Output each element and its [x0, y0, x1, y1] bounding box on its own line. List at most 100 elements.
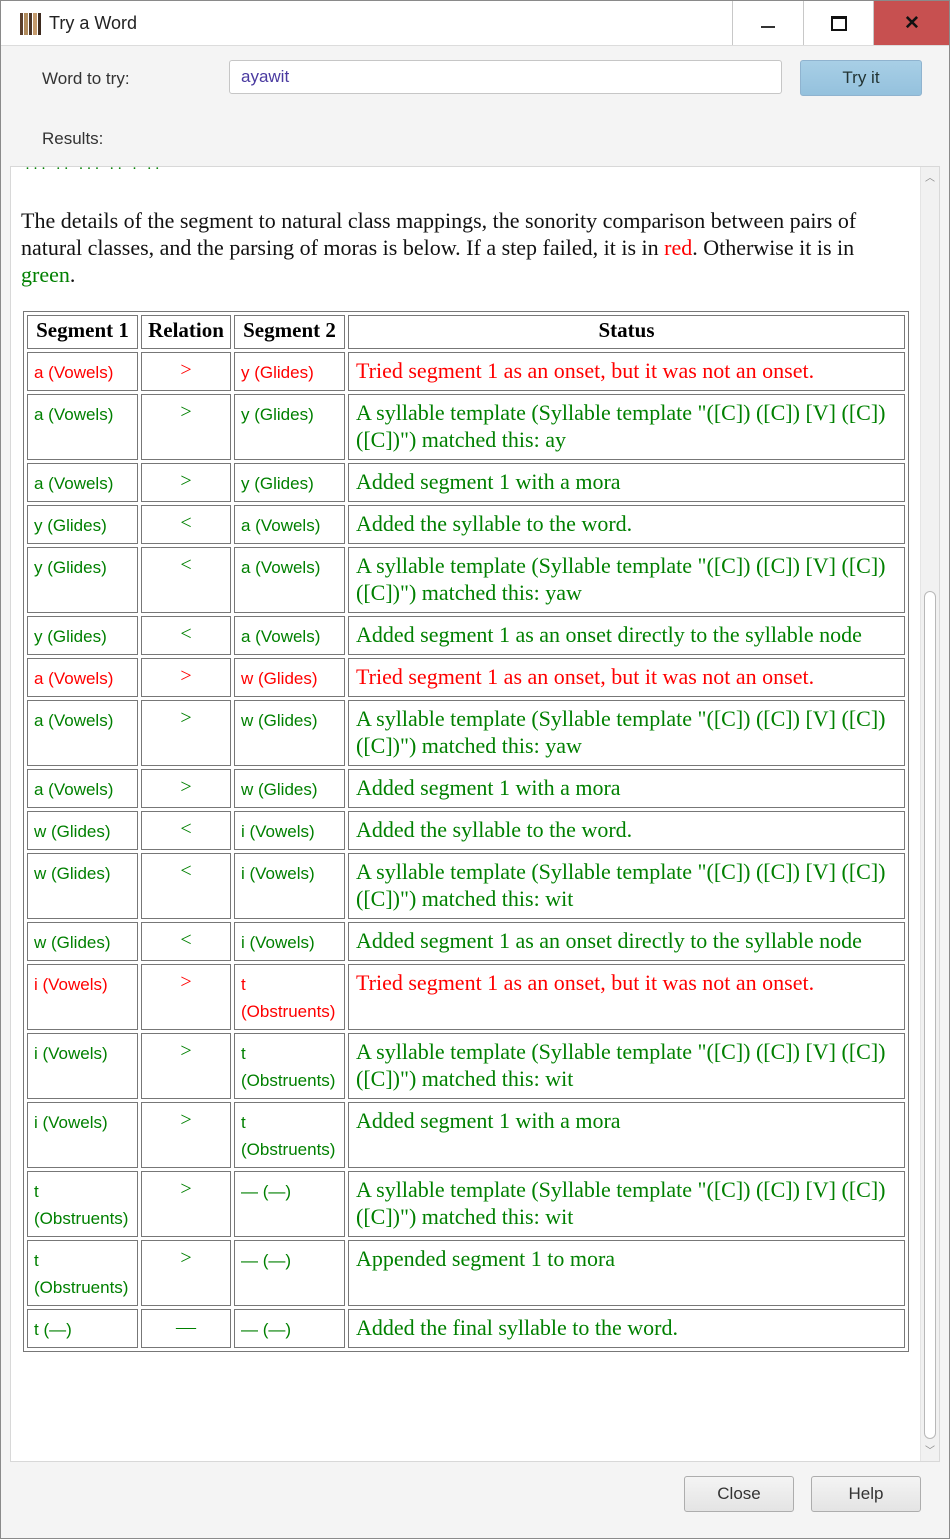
help-button[interactable]: Help [811, 1476, 921, 1512]
segment-1-cell: y (Glides) [27, 505, 138, 544]
relation-cell: > [141, 700, 231, 766]
segment-1-cell: t (Obstruents) [27, 1240, 138, 1306]
relation-cell: < [141, 853, 231, 919]
word-input[interactable] [229, 60, 782, 94]
intro-text-middle: . Otherwise it is in [692, 235, 855, 260]
segment-1-cell: t (—) [27, 1309, 138, 1348]
segment-2-cell: t (Obstruents) [234, 1102, 345, 1168]
table-row: a (Vowels)>w (Glides)Added segment 1 wit… [27, 769, 905, 808]
relation-cell: — [141, 1309, 231, 1348]
table-row: t (—)—— (—)Added the final syllable to t… [27, 1309, 905, 1348]
table-row: i (Vowels)>t (Obstruents)Tried segment 1… [27, 964, 905, 1030]
segment-2-cell: i (Vowels) [234, 922, 345, 961]
segment-1-cell: a (Vowels) [27, 394, 138, 460]
segment-2-cell: a (Vowels) [234, 505, 345, 544]
segment-1-cell: y (Glides) [27, 616, 138, 655]
table-row: a (Vowels)>y (Glides)Added segment 1 wit… [27, 463, 905, 502]
segment-2-cell: — (—) [234, 1171, 345, 1237]
segment-2-cell: w (Glides) [234, 769, 345, 808]
status-cell: Appended segment 1 to mora [348, 1240, 905, 1306]
segment-1-cell: a (Vowels) [27, 658, 138, 697]
table-row: i (Vowels)>t (Obstruents)A syllable temp… [27, 1033, 905, 1099]
relation-cell: > [141, 1033, 231, 1099]
window-title: Try a Word [49, 13, 138, 33]
clipped-text-line: ··· ·· ··· ·· · ·· [25, 166, 163, 177]
status-cell: Tried segment 1 as an onset, but it was … [348, 352, 905, 391]
segment-1-cell: w (Glides) [27, 811, 138, 850]
relation-cell: < [141, 505, 231, 544]
status-cell: A syllable template (Syllable template "… [348, 700, 905, 766]
segment-2-cell: a (Vowels) [234, 616, 345, 655]
status-cell: Added the syllable to the word. [348, 811, 905, 850]
close-button[interactable]: Close [684, 1476, 794, 1512]
try-it-button[interactable]: Try it [800, 60, 922, 96]
segment-2-cell: w (Glides) [234, 658, 345, 697]
segment-2-cell: — (—) [234, 1309, 345, 1348]
segment-2-cell: w (Glides) [234, 700, 345, 766]
segment-2-cell: a (Vowels) [234, 547, 345, 613]
segment-1-cell: i (Vowels) [27, 964, 138, 1030]
intro-text: The details of the segment to natural cl… [21, 208, 857, 260]
segment-2-cell: — (—) [234, 1240, 345, 1306]
relation-cell: > [141, 769, 231, 808]
green-word: green [21, 262, 70, 287]
segment-1-cell: a (Vowels) [27, 769, 138, 808]
status-cell: Added the syllable to the word. [348, 505, 905, 544]
minimize-icon [761, 26, 775, 28]
table-row: y (Glides)<a (Vowels)Added segment 1 as … [27, 616, 905, 655]
table-row: t (Obstruents)>— (—)A syllable template … [27, 1171, 905, 1237]
status-cell: Tried segment 1 as an onset, but it was … [348, 964, 905, 1030]
scroll-up-arrow-icon[interactable]: ︿ [925, 173, 935, 184]
minimize-button[interactable] [732, 1, 803, 45]
status-cell: Tried segment 1 as an onset, but it was … [348, 658, 905, 697]
vertical-scrollbar[interactable]: ︿ ﹀ [920, 167, 939, 1461]
relation-cell: < [141, 547, 231, 613]
word-label: Word to try: [42, 69, 130, 88]
book-icon [20, 13, 42, 35]
table-row: w (Glides)<i (Vowels)Added the syllable … [27, 811, 905, 850]
column-header-status: Status [348, 315, 905, 349]
table-row: a (Vowels)>w (Glides)A syllable template… [27, 700, 905, 766]
table-row: a (Vowels)>y (Glides)A syllable template… [27, 394, 905, 460]
segment-1-cell: i (Vowels) [27, 1033, 138, 1099]
status-cell: Added segment 1 with a mora [348, 1102, 905, 1168]
intro-text-end: . [69, 262, 76, 287]
status-cell: Added segment 1 with a mora [348, 769, 905, 808]
status-cell: A syllable template (Syllable template "… [348, 853, 905, 919]
table-row: w (Glides)<i (Vowels)A syllable template… [27, 853, 905, 919]
status-cell: Added the final syllable to the word. [348, 1309, 905, 1348]
segment-2-cell: y (Glides) [234, 394, 345, 460]
status-cell: A syllable template (Syllable template "… [348, 1033, 905, 1099]
title-bar: Try a Word ✕ [1, 1, 949, 46]
table-row: i (Vowels)>t (Obstruents)Added segment 1… [27, 1102, 905, 1168]
parsing-steps-table: Segment 1 Relation Segment 2 Status a (V… [23, 311, 909, 1352]
column-header-relation: Relation [141, 315, 231, 349]
segment-2-cell: t (Obstruents) [234, 964, 345, 1030]
relation-cell: > [141, 658, 231, 697]
table-header-row: Segment 1 Relation Segment 2 Status [27, 315, 905, 349]
segment-2-cell: i (Vowels) [234, 811, 345, 850]
scroll-down-arrow-icon[interactable]: ﹀ [925, 1446, 935, 1457]
segment-1-cell: w (Glides) [27, 922, 138, 961]
segment-1-cell: a (Vowels) [27, 700, 138, 766]
status-cell: A syllable template (Syllable template "… [348, 1171, 905, 1237]
table-row: y (Glides)<a (Vowels)A syllable template… [27, 547, 905, 613]
table-row: t (Obstruents)>— (—)Appended segment 1 t… [27, 1240, 905, 1306]
relation-cell: > [141, 463, 231, 502]
close-window-button[interactable]: ✕ [873, 1, 949, 45]
column-header-segment-1: Segment 1 [27, 315, 138, 349]
segment-2-cell: t (Obstruents) [234, 1033, 345, 1099]
red-word: red [664, 235, 693, 260]
scrollbar-thumb[interactable] [924, 591, 936, 1439]
segment-1-cell: i (Vowels) [27, 1102, 138, 1168]
segment-1-cell: y (Glides) [27, 547, 138, 613]
maximize-button[interactable] [803, 1, 874, 45]
segment-2-cell: y (Glides) [234, 463, 345, 502]
results-panel[interactable]: ··· ·· ··· ·· · ·· The details of the se… [10, 166, 940, 1462]
table-row: a (Vowels)>w (Glides)Tried segment 1 as … [27, 658, 905, 697]
status-cell: A syllable template (Syllable template "… [348, 394, 905, 460]
relation-cell: < [141, 616, 231, 655]
relation-cell: > [141, 1240, 231, 1306]
relation-cell: > [141, 964, 231, 1030]
